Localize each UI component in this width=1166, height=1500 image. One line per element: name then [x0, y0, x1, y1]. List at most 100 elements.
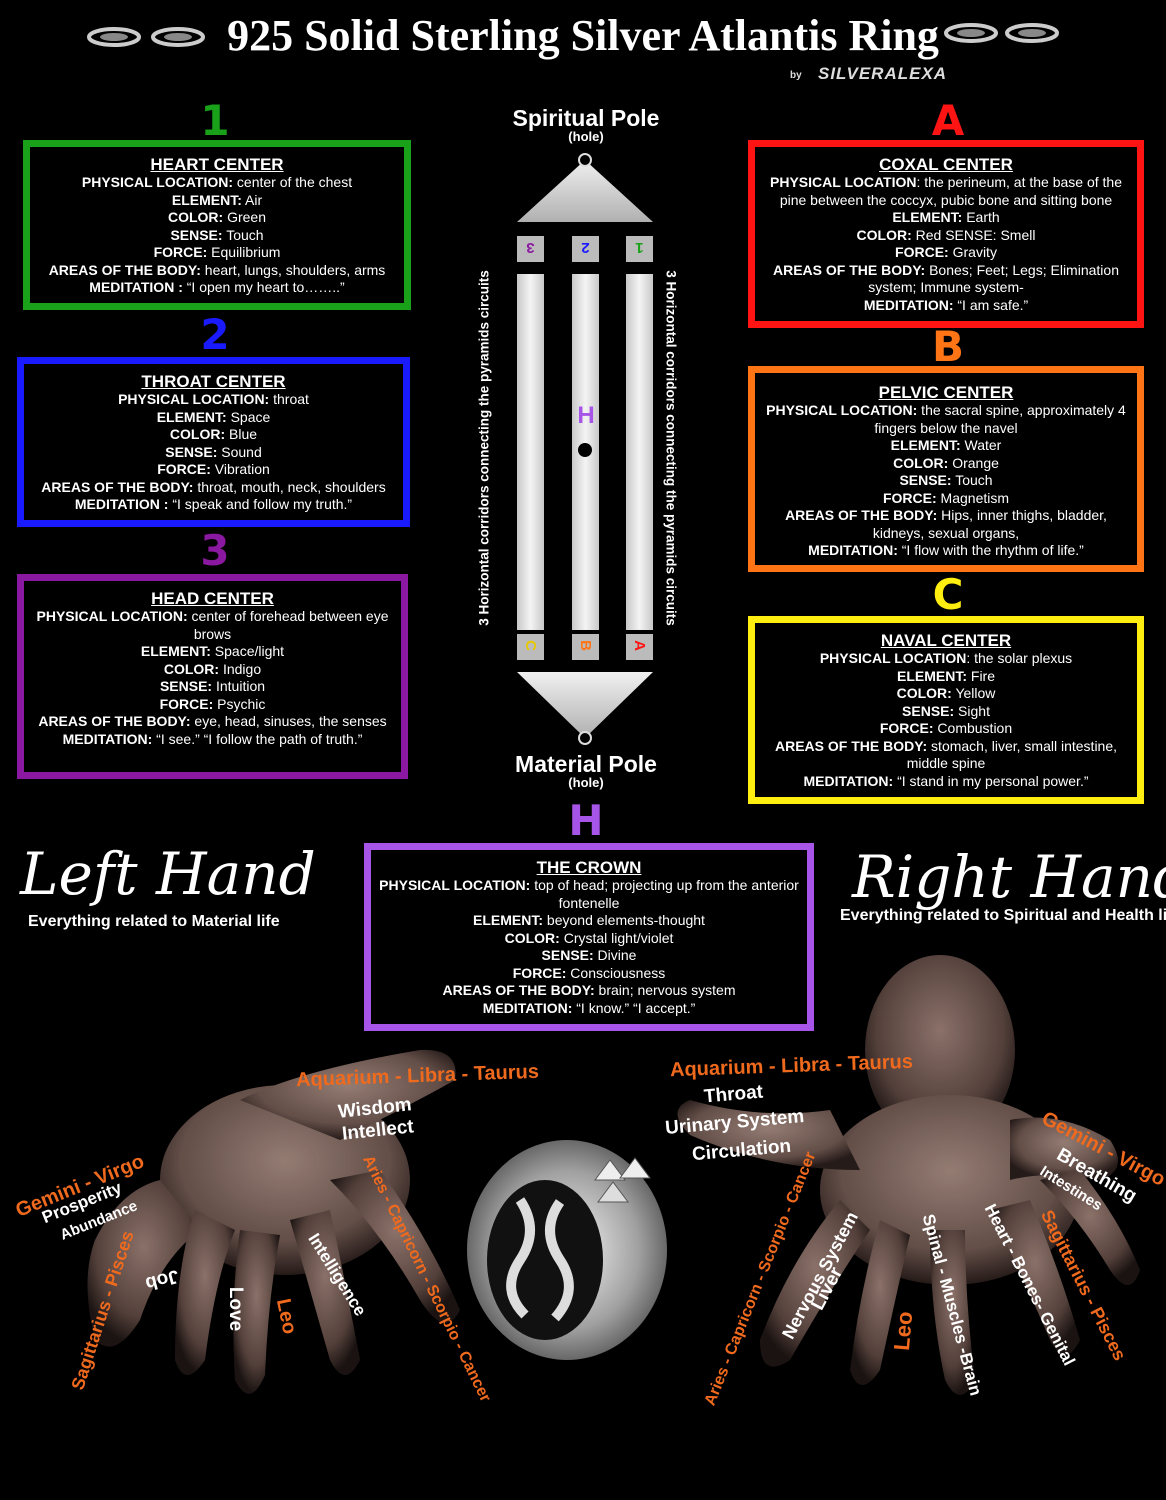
center-row-label: AREAS OF THE BODY: — [773, 261, 926, 278]
center-row-label: SENSE: — [899, 472, 952, 488]
center-row-value: brain; nervous system — [594, 982, 736, 998]
center-row-label: ELEMENT: — [890, 437, 961, 453]
center-row: AREAS OF THE BODY: heart, lungs, shoulde… — [38, 262, 396, 280]
center-row: ELEMENT: Space — [32, 409, 395, 427]
center-title: PELVIC CENTER — [878, 383, 1014, 402]
center-row: COLOR: Indigo — [32, 661, 393, 679]
center-hole — [578, 443, 592, 457]
center-row: PHYSICAL LOCATION: the sacral spine, app… — [763, 402, 1129, 437]
material-pole-sub: (hole) — [568, 775, 604, 790]
center-row-value: “I flow with the rhythm of life.” — [897, 542, 1084, 558]
center-row-value: center of the chest — [233, 174, 353, 190]
center-row-value: Red SENSE: Smell — [911, 226, 1036, 243]
center-row: AREAS OF THE BODY: eye, head, sinuses, t… — [32, 713, 393, 731]
center-row: FORCE: Equilibrium — [38, 244, 396, 262]
center-row-label: FORCE: — [512, 964, 567, 981]
center-row: FORCE: Gravity — [763, 244, 1129, 262]
bottom-pyramid — [517, 672, 653, 738]
page-title: 925 Solid Sterling Silver Atlantis Ring — [227, 11, 939, 60]
center-row-label: MEDITATION : — [74, 496, 169, 512]
center-row-value: Yellow — [951, 685, 996, 701]
ring-icon — [87, 27, 141, 47]
top-pyramid — [517, 160, 653, 222]
hands-illustration — [87, 955, 1140, 1395]
ring-icon — [151, 27, 205, 47]
center-row: PHYSICAL LOCATION: center of forehead be… — [32, 608, 393, 643]
center-row: FORCE: Combustion — [763, 720, 1129, 738]
center-row-label: MEDITATION: — [808, 542, 898, 558]
center-row: SENSE: Touch — [763, 472, 1129, 490]
center-row: ELEMENT: beyond elements-thought — [379, 912, 799, 930]
center-row: SENSE: Sound — [32, 444, 395, 462]
center-row-value: Space/light — [210, 643, 285, 659]
center-row-label: PHYSICAL LOCATION: — [81, 174, 234, 190]
center-row-label: SENSE: — [165, 443, 218, 460]
center-row-value: Orange — [948, 454, 999, 471]
center-row-value: Blue — [225, 426, 258, 442]
center-row: COLOR: Orange — [763, 455, 1129, 473]
right-hand-leo: Leo — [888, 1310, 918, 1352]
center-row-value: Intuition — [212, 678, 266, 694]
spiritual-pole-label: Spiritual Pole — [512, 105, 660, 131]
center-row-value: the sacral spine, approximately 4 finger… — [874, 402, 1126, 436]
center-row-value: “I see.” “I follow the path of truth.” — [152, 730, 363, 747]
center-row-value: Sight — [954, 702, 990, 719]
diagram-marker-h: H — [577, 402, 595, 429]
center-title: NAVAL CENTER — [880, 631, 1012, 650]
center-row-value: throat — [269, 391, 309, 407]
center-row-value: Gravity — [948, 244, 997, 260]
center-row-label: ELEMENT: — [473, 912, 544, 928]
center-row-label: AREAS OF THE BODY: — [41, 478, 194, 495]
center-row: COLOR: Crystal light/violet — [379, 930, 799, 948]
center-row: AREAS OF THE BODY: Hips, inner thighs, b… — [763, 507, 1129, 542]
center-row-label: ELEMENT: — [171, 191, 242, 208]
center-row: COLOR: Red SENSE: Smell — [763, 227, 1129, 245]
center-row-value: Space — [226, 408, 271, 425]
center-row-label: COLOR: — [856, 226, 912, 243]
spiritual-pole: Spiritual Pole (hole) — [486, 106, 686, 143]
center-row-label: ELEMENT: — [156, 408, 227, 425]
center-row-label: AREAS OF THE BODY: — [38, 713, 191, 729]
diagram-marker-b: B — [577, 640, 594, 651]
center-row: AREAS OF THE BODY: brain; nervous system — [379, 982, 799, 1000]
center-row-label: AREAS OF THE BODY: — [442, 982, 595, 998]
center-title: HEART CENTER — [150, 155, 284, 174]
center-row: FORCE: Magnetism — [763, 490, 1129, 508]
material-hole — [578, 731, 592, 745]
center-row: PHYSICAL LOCATION: throat — [32, 391, 395, 409]
center-row: COLOR: Blue — [32, 426, 395, 444]
marker-2: 2 — [200, 310, 230, 359]
center-row-label: MEDITATION: — [482, 999, 573, 1016]
center-row: MEDITATION : “I open my heart to……..” — [38, 279, 396, 297]
center-row-value: “I know.” “I accept.” — [572, 999, 696, 1016]
center-row-value: Hips, inner thighs, bladder, kidneys, se… — [872, 507, 1107, 541]
center-row-label: MEDITATION: — [62, 730, 153, 747]
center-row-value: Consciousness — [566, 964, 666, 981]
center-row-value: Vibration — [210, 461, 270, 477]
center-row-label: FORCE: — [159, 695, 214, 712]
center-row-value: Green — [223, 209, 267, 225]
center-row-label: FORCE: — [879, 720, 934, 736]
center-row-value: “I am safe.” — [953, 296, 1029, 313]
center-row-value: Combustion — [933, 720, 1013, 736]
center-row-value: heart, lungs, shoulders, arms — [200, 261, 386, 278]
marker-1: 1 — [200, 96, 230, 145]
diagram-marker-c: C — [522, 640, 539, 651]
center-row-label: SENSE: — [902, 702, 955, 719]
center-row-value: Indigo — [219, 660, 262, 677]
center-row-value: “I stand in my personal power.” — [893, 772, 1089, 789]
center-row: COLOR: Green — [38, 209, 396, 227]
center-row-label: ELEMENT: — [892, 209, 963, 225]
center-row-label: FORCE: — [157, 461, 211, 477]
center-row-label: AREAS OF THE BODY: — [48, 261, 201, 278]
center-row-label: MEDITATION: — [863, 296, 954, 313]
center-row-value: Psychic — [213, 695, 266, 712]
diagram-marker-2: 2 — [581, 239, 590, 256]
center-row-value: Touch — [222, 226, 264, 243]
center-title: COXAL CENTER — [879, 155, 1013, 174]
center-row-label: FORCE: — [895, 244, 949, 260]
